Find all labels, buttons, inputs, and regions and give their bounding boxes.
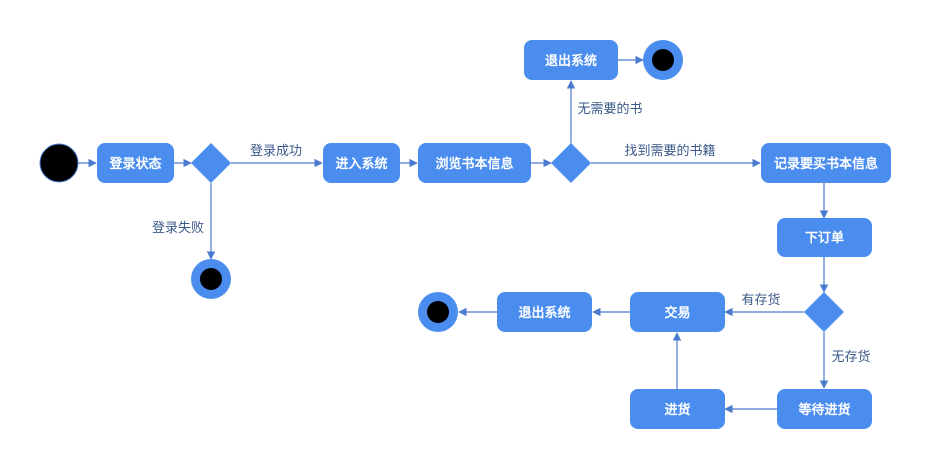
node-browse-books: 浏览书本信息: [418, 143, 531, 183]
node-exit-system-bottom-label: 退出系统: [518, 305, 570, 321]
decision-stock: [804, 292, 844, 332]
node-exit-system-top-label: 退出系统: [545, 53, 597, 69]
edge-label-out-of-stock: 无存货: [831, 349, 870, 365]
edge-label-login-success: 登录成功: [250, 144, 302, 159]
node-transaction-label: 交易: [664, 305, 690, 321]
node-exit-system-top: 退出系统: [524, 40, 618, 80]
node-transaction: 交易: [630, 292, 725, 332]
edge-label-login-fail: 登录失败: [152, 221, 204, 236]
node-enter-system-label: 进入系统: [335, 156, 387, 172]
node-restock-label: 进货: [664, 402, 690, 418]
node-wait-stock: 等待进货: [777, 389, 872, 429]
edge-label-book-found: 找到需要的书籍: [624, 143, 715, 159]
edge-label-in-stock: 有存货: [741, 292, 780, 308]
node-place-order-label: 下订单: [805, 230, 844, 246]
node-wait-stock-label: 等待进货: [797, 402, 850, 418]
node-record-books: 记录要买书本信息: [761, 143, 891, 183]
edge-label-no-book-needed: 无需要的书: [577, 101, 642, 117]
node-login-state-label: 登录状态: [108, 156, 161, 172]
decision-login: [191, 143, 231, 183]
end-node-bottom: [418, 292, 458, 332]
node-enter-system: 进入系统: [323, 143, 400, 183]
node-browse-books-label: 浏览书本信息: [435, 156, 513, 172]
end-node-top: [643, 40, 683, 80]
node-record-books-label: 记录要买书本信息: [774, 156, 878, 172]
decision-browse: [551, 143, 591, 183]
node-exit-system-bottom: 退出系统: [497, 292, 592, 332]
node-restock: 进货: [630, 389, 725, 429]
node-login-state: 登录状态: [97, 143, 174, 183]
start-node: [39, 143, 79, 183]
end-node-login-fail: [191, 259, 231, 299]
node-place-order: 下订单: [777, 218, 872, 257]
